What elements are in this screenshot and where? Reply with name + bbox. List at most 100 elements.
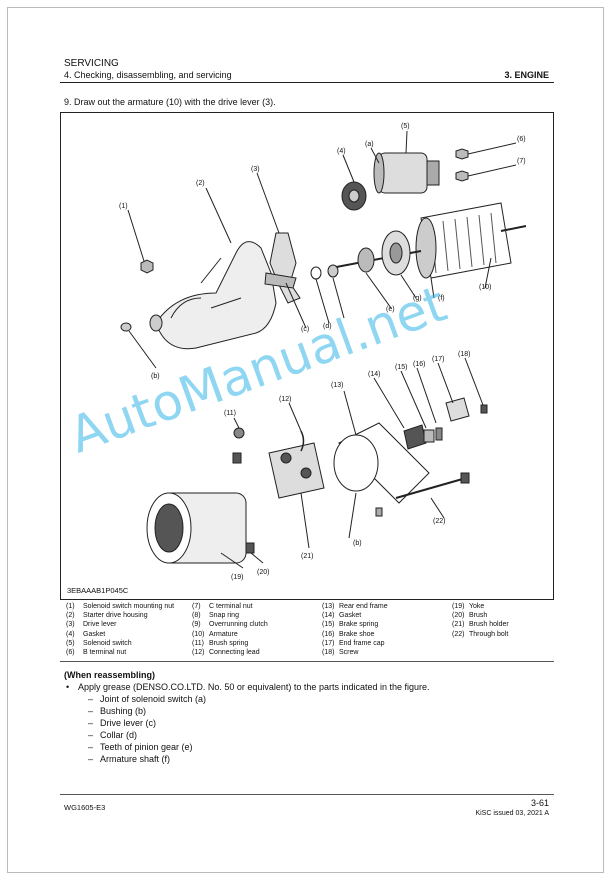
callout-label: (11) — [224, 410, 236, 417]
legend-item: (22) Through bolt — [452, 630, 509, 639]
legend-number: (15) — [322, 621, 335, 629]
legend-number: (7) — [192, 603, 201, 610]
exploded-diagram: (1)(2)(3)(4)(a)(5)(6)(7)(10)(f)(g)(e)(d)… — [60, 112, 554, 600]
legend-item: (20) Brush — [452, 611, 509, 620]
bullet-dot: • — [66, 682, 70, 692]
page-number: 3-61 — [530, 798, 549, 808]
legend-label: Gasket — [83, 630, 106, 638]
legend-number: (17) — [322, 639, 335, 647]
diagram-drawing: (1)(2)(3)(4)(a)(5)(6)(7)(10)(f)(g)(e)(d)… — [119, 123, 527, 581]
legend-label: Drive lever — [83, 621, 117, 629]
legend-item: (18) Screw — [322, 648, 388, 657]
legend-label: Rear end frame — [339, 603, 388, 610]
legend-number: (14) — [322, 612, 335, 620]
legend-label: Brake spring — [339, 621, 379, 629]
reassembly-bullet: • Apply grease (DENSO.CO.LTD. No. 50 or e… — [66, 682, 430, 692]
legend-number: (10) — [192, 630, 205, 638]
legend-label: Brush spring — [209, 639, 249, 647]
legend-label: Gasket — [339, 612, 362, 620]
callout-label: (e) — [386, 306, 395, 313]
legend-label: Solenoid switch mounting nut — [83, 603, 175, 610]
callout-label: (21) — [301, 553, 313, 560]
callout-label: (4) — [337, 148, 346, 155]
reassembly-item-text: Drive lever (c) — [100, 718, 157, 728]
reassembly-item-text: Collar (d) — [100, 730, 138, 740]
legend-number: (6) — [66, 648, 75, 656]
legend-number: (1) — [66, 603, 75, 610]
legend-column-3: (13) Rear end frame (14) Gasket (15) Brake sp… — [322, 602, 388, 657]
legend-number: (18) — [322, 648, 335, 656]
legend-number: (19) — [452, 603, 465, 610]
reassembly-item: –Teeth of pinion gear (e) — [88, 742, 193, 752]
legend-label: Through bolt — [469, 630, 509, 638]
callout-label: (22) — [433, 518, 445, 525]
legend-item: (13) Rear end frame — [322, 602, 388, 611]
callout-label: (20) — [257, 569, 269, 576]
legend-item: (15) Brake spring — [322, 620, 388, 629]
legend-number: (4) — [66, 630, 75, 638]
legend-item: (8) Snap ring — [192, 611, 268, 620]
legend-label: Solenoid switch — [83, 639, 132, 647]
legend-label: Screw — [339, 648, 359, 656]
page-border — [7, 7, 604, 873]
legend-number: (21) — [452, 621, 465, 629]
legend-number: (16) — [322, 630, 335, 638]
callout-label: (1) — [119, 203, 128, 210]
legend-item: (14) Gasket — [322, 611, 388, 620]
legend-number: (3) — [66, 621, 75, 629]
callout-label: (18) — [458, 351, 470, 358]
callout-label: (7) — [517, 158, 526, 165]
callout-label: (a) — [365, 141, 374, 148]
callout-label: (d) — [323, 323, 332, 330]
legend-label: Overrunning clutch — [209, 621, 268, 629]
callout-label: (5) — [401, 123, 410, 130]
reassembly-instruction: Apply grease (DENSO.CO.LTD. No. 50 or eq… — [78, 682, 430, 692]
header-chapter: 3. ENGINE — [504, 70, 549, 80]
legend-number: (13) — [322, 603, 335, 610]
reassembly-item: –Collar (d) — [88, 730, 138, 740]
legend-item: (5)Solenoid switch — [66, 639, 174, 648]
reassembly-item-text: Teeth of pinion gear (e) — [100, 742, 193, 752]
callout-label: (15) — [395, 364, 407, 371]
legend-item: (4) Gasket — [66, 630, 174, 639]
callout-label: (12) — [279, 396, 291, 403]
step-text: 9. Draw out the armature (10) with the d… — [64, 97, 276, 107]
legend-label: End frame cap — [339, 639, 385, 647]
legend-label: Connecting lead — [209, 648, 260, 656]
callout-label: (16) — [413, 361, 425, 368]
footer-code: WG1605-E3 — [64, 803, 106, 812]
reassembly-title: (When reassembling) — [64, 670, 156, 680]
legend-number: (20) — [452, 612, 465, 620]
header-rule — [60, 82, 554, 83]
legend-label: Starter drive housing — [83, 612, 148, 620]
legend-column-4: (19) Yoke (20) Brush(21)Brush holder(22) Thr… — [452, 602, 509, 639]
legend-item: (6)B terminal nut — [66, 648, 174, 657]
legend-item: (21)Brush holder — [452, 620, 509, 629]
section-rule — [60, 661, 554, 662]
header-subsection: 4. Checking, disassembling, and servicin… — [64, 70, 232, 80]
legend-number: (22) — [452, 630, 465, 638]
reassembly-item: –Joint of solenoid switch (a) — [88, 694, 207, 704]
reassembly-item: –Bushing (b) — [88, 706, 147, 716]
legend-number: (2) — [66, 612, 75, 620]
legend-item: (3) Drive lever — [66, 620, 174, 629]
legend-item: (11) Brush spring — [192, 639, 268, 648]
legend-item: (9)Overrunning clutch — [192, 620, 268, 629]
legend-label: Snap ring — [209, 612, 239, 620]
callout-label: (14) — [368, 371, 380, 378]
reassembly-item: –Armature shaft (f) — [88, 754, 171, 764]
legend-item: (12) Connecting lead — [192, 648, 268, 657]
legend-label: C terminal nut — [209, 603, 253, 610]
legend-number: (12) — [192, 648, 205, 656]
issue-note: KiSC issued 03, 2021 A — [475, 810, 549, 817]
legend-label: Yoke — [469, 603, 485, 610]
reassembly-item: –Drive lever (c) — [88, 718, 157, 728]
legend-column-1: (1) Solenoid switch mounting nut (2) Starte… — [66, 602, 174, 657]
callout-label: (b) — [151, 373, 160, 380]
legend-number: (8) — [192, 612, 201, 620]
footer-rule — [60, 794, 554, 795]
legend-number: (11) — [192, 639, 204, 647]
callout-label: (3) — [251, 166, 260, 173]
legend-item: (17) End frame cap — [322, 639, 388, 648]
legend-label: Brush — [469, 612, 488, 620]
